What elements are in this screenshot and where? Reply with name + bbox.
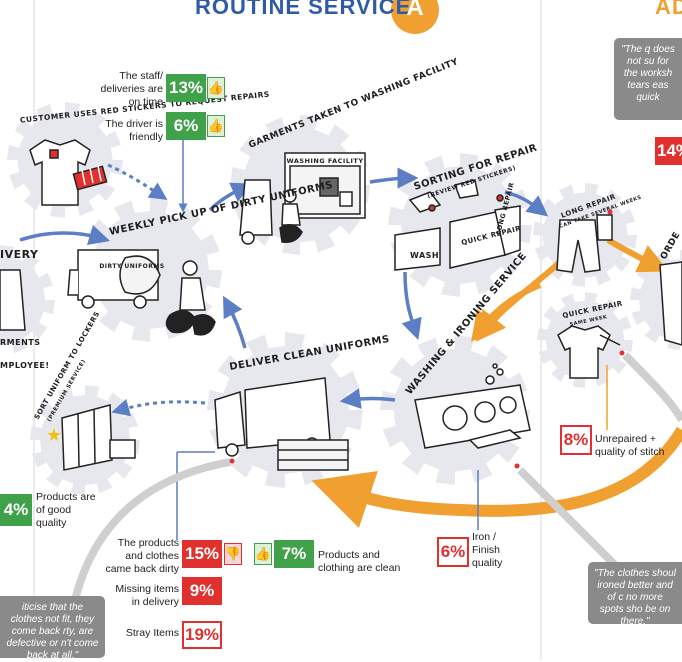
arrow-sorting-to-long-repair	[504, 190, 549, 217]
quote-left: iticise that the clothes not fit, they c…	[0, 596, 105, 661]
arrow-sorting-to-washing	[401, 271, 422, 340]
arrow-washing-to-deliver	[339, 388, 396, 410]
quote-tail-left	[71, 458, 231, 601]
arrow-long-repair-to-washing	[475, 259, 563, 342]
bin-wash-label: WASH	[410, 251, 439, 260]
stat-stray-value: 19%	[182, 621, 222, 649]
page-title: ROUTINE SERVICE	[195, 0, 412, 19]
stat-missing-value: 9%	[182, 577, 222, 605]
arrow-deliver-to-pickup	[223, 295, 247, 349]
delivery-partial-illustration	[0, 269, 26, 331]
arrow-return-to-deliver	[311, 426, 682, 528]
stat-clean-label: Products and clothing are clean	[318, 549, 401, 574]
marker-dot	[229, 458, 235, 464]
arrow-facility-to-sorting	[369, 167, 419, 189]
quote-tail-right	[517, 467, 623, 573]
customer-shirt-illustration	[29, 139, 108, 206]
arrow-long-repair-to-order	[606, 237, 669, 273]
delivery-truck-illustration	[214, 377, 349, 471]
quick-repair-illustration	[557, 325, 621, 379]
stat-clean-value: 7%	[274, 540, 314, 568]
stat-iron-value: 6%	[437, 537, 469, 567]
stat-quality-value: 4%	[0, 494, 32, 526]
stat-missing-label: Missing items in delivery	[115, 583, 179, 608]
stat-dirty-value: 15%	[182, 540, 222, 568]
stat-unrepaired-value: 8%	[560, 425, 592, 455]
step-garments-label: GARMENTS TAKEN TO WASHING FACILITY	[247, 57, 460, 151]
quote-right-top: "The q does not su for the worksh tears …	[614, 38, 682, 120]
arrow-stickers-to-pickup	[107, 163, 168, 200]
stat-iron-label: Iron / Finish quality	[472, 531, 503, 569]
marker-dot	[514, 463, 520, 469]
stat-top-right-value: 14%	[655, 137, 682, 165]
star-icon: ★	[46, 425, 62, 445]
facility-sign: WASHING FACILITY	[286, 157, 363, 165]
arrow-deliver-to-lockers	[111, 398, 206, 417]
washing-machine-illustration	[414, 363, 531, 449]
long-repair-illustration	[556, 214, 613, 273]
step-delivery-partial: IVERY	[0, 248, 39, 261]
truck-bag-label: DIRTY UNIFORMS	[99, 263, 164, 270]
stat-friendly-label: The driver is friendly	[105, 118, 163, 143]
pickup-truck-illustration	[67, 249, 216, 336]
thumbs-up-icon: 👍	[254, 543, 272, 565]
marker-dot	[607, 209, 613, 215]
step-employee-partial: MPLOYEE!	[0, 361, 50, 370]
stat-friendly-value: 6%	[166, 112, 206, 140]
arrow-pickup-to-facility	[208, 182, 253, 212]
lockers-illustration	[61, 404, 136, 471]
quote-right-bottom: "The clothes shoul ironed better and of …	[588, 562, 682, 627]
step-order-partial: ORDE	[659, 230, 682, 261]
washing-facility-illustration	[239, 152, 366, 245]
stat-dirty-label: The products and clothes came back dirty	[105, 537, 179, 575]
stat-on-time-label: The staff/ deliveries are on time	[100, 70, 163, 108]
section-badge: A	[406, 0, 424, 21]
thumbs-up-icon: 👍	[207, 77, 225, 99]
badge-gear-icon	[391, 0, 439, 34]
arrow-delivery-to-pickup	[19, 224, 111, 246]
stat-unrepaired-label: Unrepaired + quality of stitch	[595, 433, 665, 458]
step-garments-partial: RMENTS	[0, 338, 41, 347]
stat-quality-label: Products are of good quality	[36, 491, 96, 529]
thumbs-down-icon: 👎	[224, 543, 242, 565]
sorting-bins-illustration	[394, 179, 521, 271]
next-section-title: AD	[655, 0, 682, 19]
order-partial-illustration	[659, 261, 682, 346]
stat-stray-label: Stray Items	[125, 627, 179, 639]
stat-on-time-value: 13%	[166, 74, 206, 102]
thumbs-up-icon: 👍	[207, 115, 225, 137]
marker-dot	[619, 350, 625, 356]
quote-tail-right-mid	[622, 352, 682, 423]
